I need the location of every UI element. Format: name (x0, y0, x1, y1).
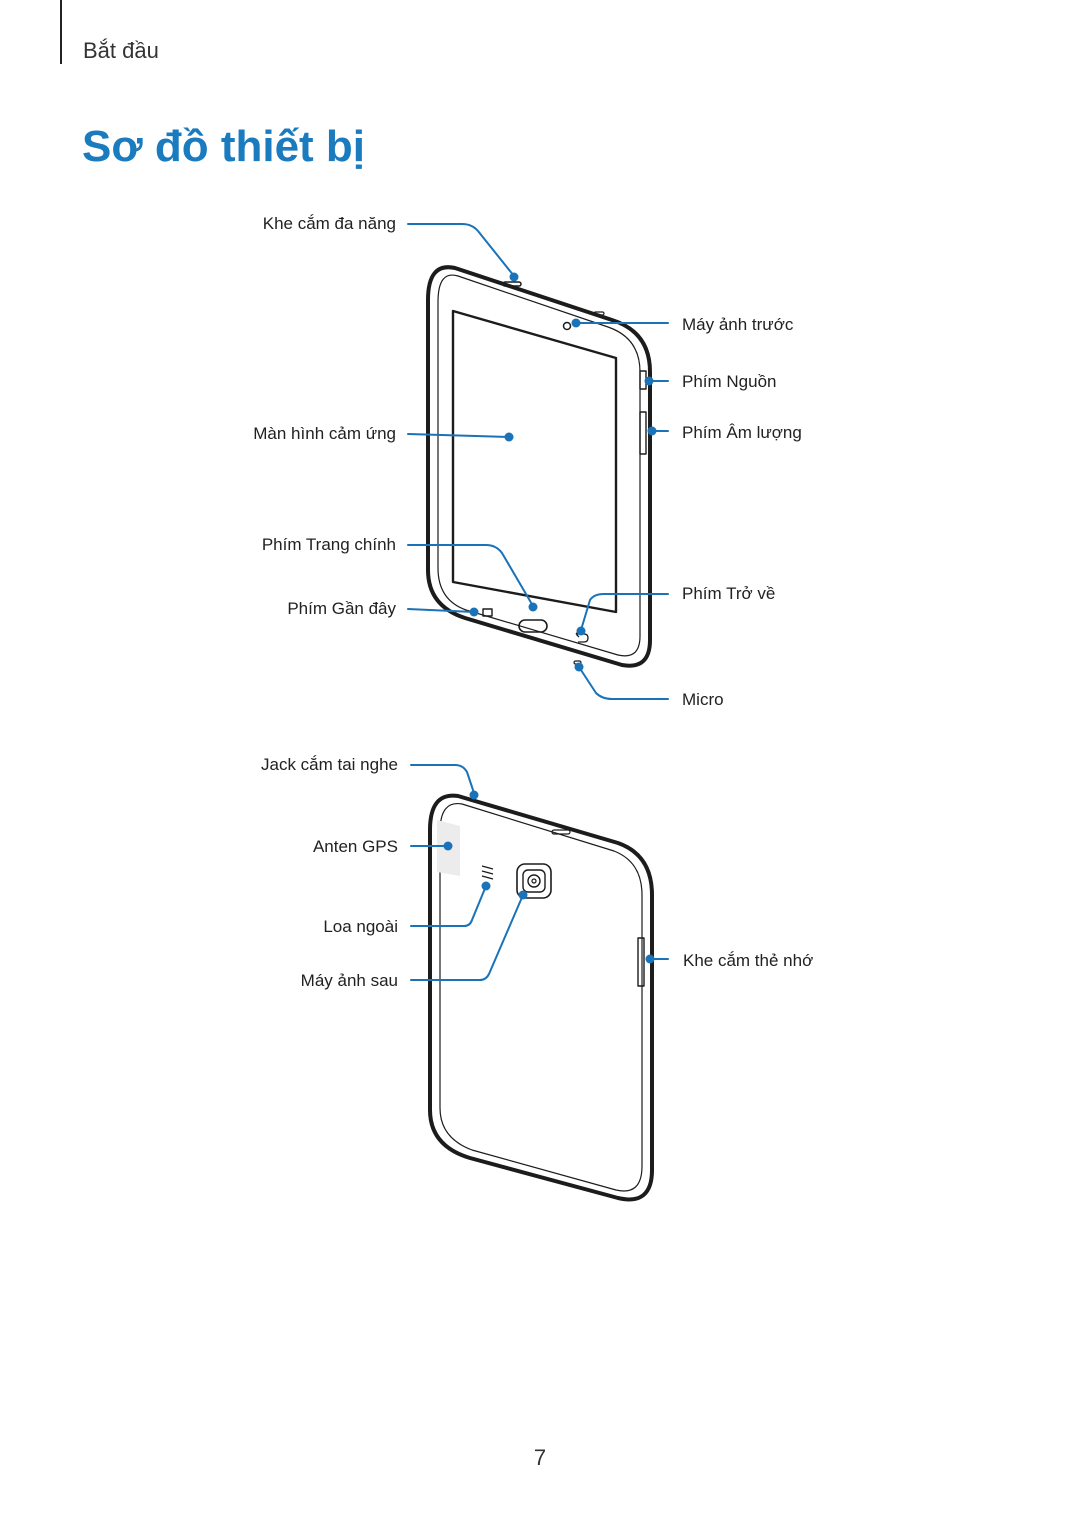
back-body-outline (428, 793, 654, 1202)
front-bezel-inner (437, 274, 641, 657)
front-camera-lens (562, 321, 572, 331)
leader-rear-camera (410, 894, 524, 981)
label-touch-screen: Màn hình cảm ứng (253, 424, 396, 443)
back-body-edge (439, 802, 643, 1192)
rear-camera-housing (516, 863, 552, 899)
recent-key-shape (482, 608, 493, 617)
multipurpose-jack-port (502, 281, 522, 287)
leader-recent-key (407, 608, 475, 613)
rear-camera-lens (527, 874, 541, 888)
label-volume-key: Phím Âm lượng (682, 423, 802, 442)
label-multipurpose-jack: Khe cắm đa năng (262, 214, 396, 233)
tablet-front-view (426, 265, 652, 668)
callout-dots (443, 272, 657, 964)
leader-speaker (410, 885, 487, 927)
label-speaker: Loa ngoài (323, 917, 398, 936)
page-title: Sơ đồ thiết bị (82, 122, 366, 171)
leader-headset-jack (410, 764, 475, 794)
speaker-grille (481, 865, 494, 880)
volume-key-shape (639, 411, 647, 455)
label-rear-camera: Máy ảnh sau (300, 971, 398, 990)
page-number: 7 (533, 1445, 547, 1470)
back-top-slot (551, 829, 571, 835)
leader-home-key (407, 544, 534, 607)
rear-camera-frame (522, 869, 546, 893)
front-body-outline (426, 265, 652, 668)
callout-lines (407, 223, 669, 981)
leader-microphone (578, 666, 669, 700)
section-header: Bắt đầu (83, 38, 159, 63)
label-gps-antenna: Anten GPS (312, 837, 398, 856)
label-recent-key: Phím Gần đây (287, 599, 396, 618)
label-front-camera: Máy ảnh trước (682, 315, 794, 334)
label-microphone: Micro (682, 690, 724, 709)
leader-back-key (580, 593, 669, 631)
label-back-key: Phím Trở về (682, 584, 776, 603)
tablet-back-view (428, 793, 654, 1202)
leader-multipurpose-jack (407, 223, 515, 277)
home-key-shape (518, 619, 548, 633)
label-headset-jack: Jack cắm tai nghe (260, 755, 398, 774)
touch-screen-area (451, 309, 618, 614)
label-power-key: Phím Nguồn (682, 372, 777, 391)
front-top-slot (593, 311, 605, 316)
leader-touch-screen (407, 433, 510, 438)
rear-camera-center (531, 878, 537, 884)
label-home-key: Phím Trang chính (261, 535, 396, 554)
chapter-rule (60, 0, 62, 64)
label-memory-slot: Khe cắm thẻ nhớ (683, 951, 814, 970)
memory-slot-shape (637, 937, 645, 987)
